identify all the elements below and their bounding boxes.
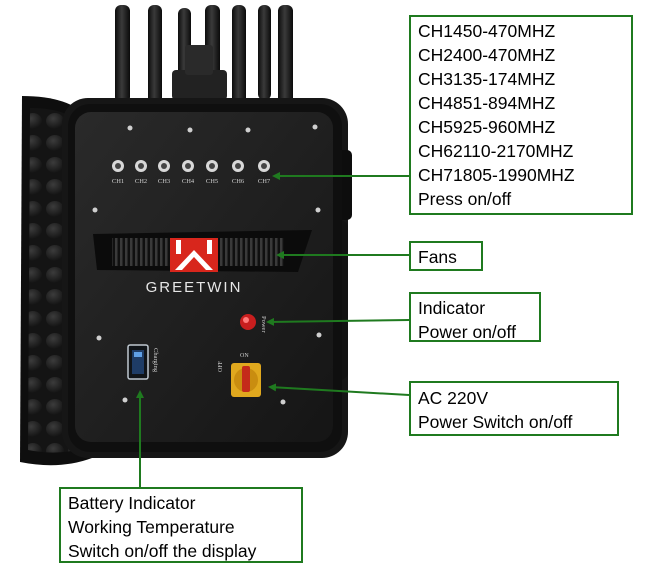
antennas xyxy=(115,5,293,110)
case-body xyxy=(62,98,352,458)
channel-row: CH3135-174MHZ xyxy=(418,69,556,89)
channel-label: CH6 xyxy=(232,178,245,185)
panel-screws xyxy=(92,124,322,405)
channel-row: CH5925-960MHZ xyxy=(418,117,556,137)
channel-label: CH4 xyxy=(182,178,195,185)
channel-button-ch1[interactable] xyxy=(112,160,124,172)
channel-row: CH71805-1990MHZ xyxy=(418,165,575,185)
channel-row: CH4851-894MHZ xyxy=(418,93,556,113)
channel-label: CH1 xyxy=(112,178,124,185)
battery-line2: Working Temperature xyxy=(68,517,235,537)
channel-row: CH2400-470MHZ xyxy=(418,45,556,65)
annotation-arrows xyxy=(136,172,410,487)
channel-button-ch5[interactable] xyxy=(206,160,218,172)
ac-callout: AC 220V Power Switch on/off xyxy=(409,381,619,436)
brand-name: GREETWIN xyxy=(146,279,243,296)
greetwin-logo xyxy=(170,238,218,272)
channel-label: CH5 xyxy=(206,178,218,185)
switch-off-label: OFF xyxy=(218,360,224,372)
channel-row: CH62110-2170MHZ xyxy=(418,141,574,161)
ac-line1: AC 220V xyxy=(418,388,489,408)
channel-button-ch3[interactable] xyxy=(158,160,170,172)
channel-buttons xyxy=(112,160,270,172)
channel-label: CH2 xyxy=(135,178,147,185)
channel-button-ch6[interactable] xyxy=(232,160,244,172)
channels-footer: Press on/off xyxy=(418,189,512,209)
battery-line1: Battery Indicator xyxy=(68,493,196,513)
switch-on-label: ON xyxy=(240,353,249,359)
battery-line3: Switch on/off the display xyxy=(68,541,257,561)
ac-power-switch[interactable] xyxy=(231,363,261,397)
battery-display[interactable] xyxy=(127,344,149,380)
power-indicator[interactable] xyxy=(240,314,256,330)
indicator-line2: Power on/off xyxy=(418,322,516,342)
arrow-indicator xyxy=(266,317,410,326)
power-label: Power xyxy=(260,316,267,333)
channels-callout: CH1450-470MHZ CH2400-470MHZ CH3135-174MH… xyxy=(409,15,633,215)
channel-label: CH7 xyxy=(258,178,271,185)
ac-line2: Power Switch on/off xyxy=(418,412,573,432)
fans-label: Fans xyxy=(418,247,457,267)
indicator-callout: Indicator Power on/off xyxy=(409,292,541,342)
battery-callout: Battery Indicator Working Temperature Sw… xyxy=(59,487,303,563)
indicator-line1: Indicator xyxy=(418,298,486,318)
channel-button-ch2[interactable] xyxy=(135,160,147,172)
arrow-ac-switch xyxy=(268,383,410,396)
channel-button-ch4[interactable] xyxy=(182,160,194,172)
channel-button-ch7[interactable] xyxy=(258,160,270,172)
channel-row: CH1450-470MHZ xyxy=(418,21,556,41)
fans-callout: Fans xyxy=(409,241,483,271)
channel-labels: CH1 CH2 CH3 CH4 CH5 CH6 CH7 xyxy=(112,178,271,185)
channel-label: CH3 xyxy=(158,178,170,185)
charging-label: Charging xyxy=(152,348,159,373)
